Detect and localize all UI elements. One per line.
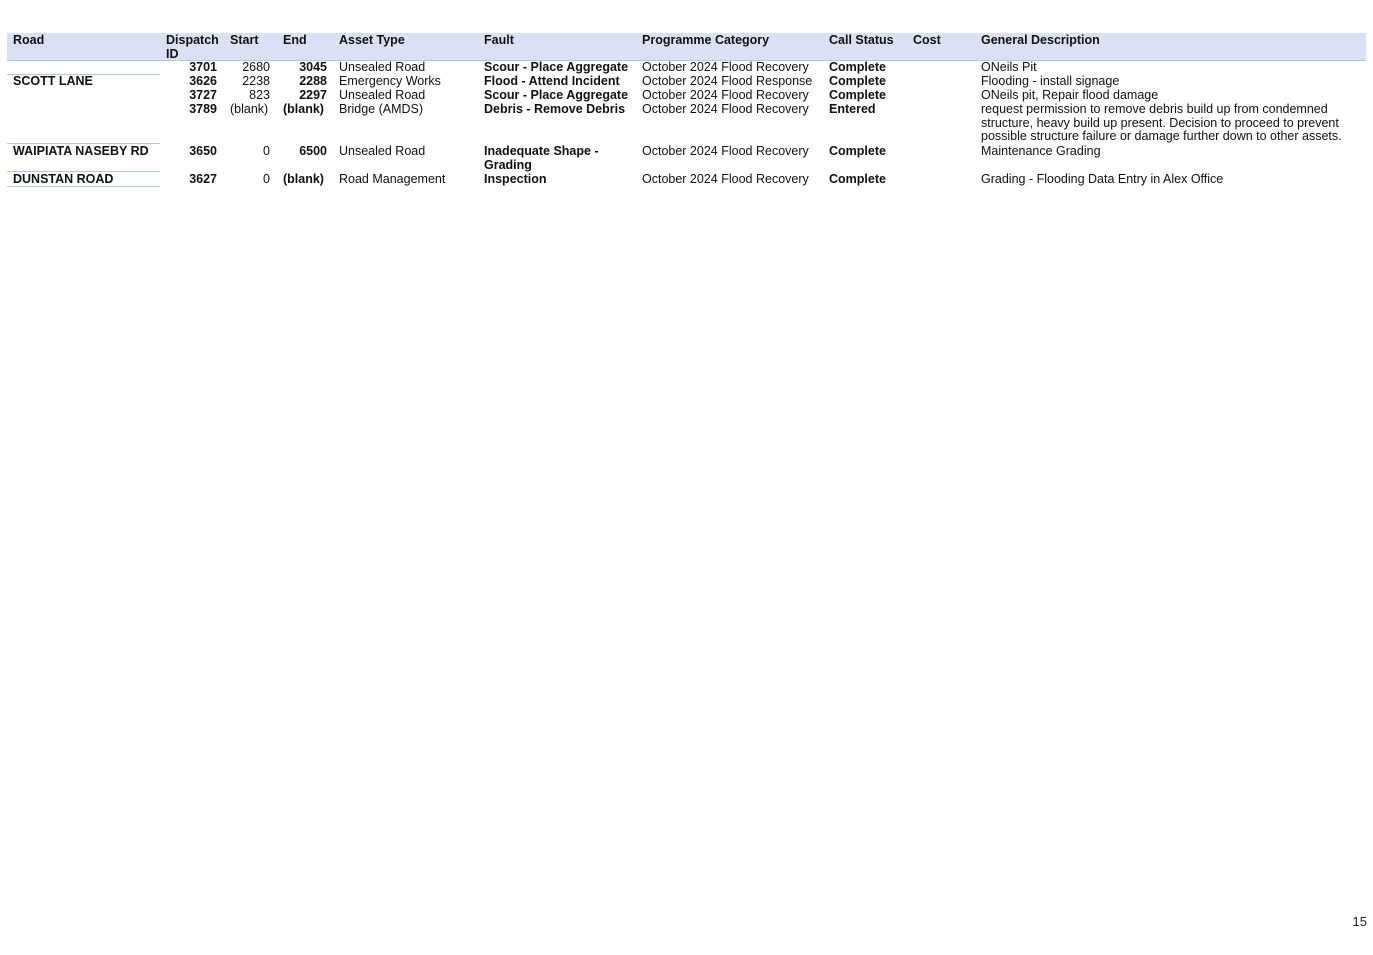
column-header-dispatch-id: Dispatch ID [166,33,219,61]
cell-programme-category: October 2024 Flood Recovery [642,88,809,102]
cell-asset-type: Unsealed Road [339,88,426,102]
cell-fault: Inspection [484,172,547,186]
cell-programme-category: October 2024 Flood Recovery [642,102,809,116]
cell-asset-type: Emergency Works [339,74,441,88]
cell-start: 2680 [242,60,270,74]
cell-general-description: request permission to remove debris buil… [981,102,1342,144]
column-header-end: End [283,33,307,47]
cell-call-status: Complete [829,172,886,186]
column-header-asset-type: Asset Type [339,33,405,47]
column-header-start: Start [230,33,259,47]
cell-end: 2297 [299,88,327,102]
road-group-divider [7,186,160,187]
cell-start: 0 [263,144,270,158]
cell-end: 6500 [299,144,327,158]
cell-call-status: Complete [829,60,886,74]
cell-fault-line2: Grading [484,157,532,172]
cell-end: 3045 [299,60,327,74]
cell-fault: Scour - Place Aggregate [484,88,629,102]
cell-start: 2238 [242,74,270,88]
cell-programme-category: October 2024 Flood Recovery [642,144,809,158]
cell-dispatch-id: 3626 [189,74,217,88]
cell-general-description: Maintenance Grading [981,144,1101,158]
cell-general-description: ONeils pit, Repair flood damage [981,88,1159,102]
cell-call-status: Complete [829,144,886,158]
cell-general-description: Grading - Flooding Data Entry in Alex Of… [981,172,1224,186]
column-header-general-description: General Description [981,33,1100,47]
column-header-call-status: Call Status [829,33,894,47]
cell-dispatch-id: 3701 [189,60,217,74]
cell-call-status: Complete [829,74,886,88]
cell-fault: Flood - Attend Incident [484,74,620,88]
cell-end: (blank) [283,172,324,186]
cell-end: 2288 [299,74,327,88]
cell-fault: Debris - Remove Debris [484,102,626,116]
cell-dispatch-id: 3727 [189,88,217,102]
road-group-divider [7,74,160,75]
cell-start: 0 [263,172,270,186]
column-header-programme-category: Programme Category [642,33,770,47]
cell-programme-category: October 2024 Flood Recovery [642,60,809,74]
cell-start: 823 [249,88,270,102]
cell-end: (blank) [283,102,324,116]
cell-dispatch-id: 3627 [189,172,217,186]
cell-asset-type: Unsealed Road [339,144,426,158]
column-header-fault: Fault [484,33,514,47]
cell-dispatch-id: 3650 [189,144,217,158]
page-number: 15 [1352,914,1367,929]
column-header-road: Road [13,33,45,47]
cell-asset-type: Road Management [339,172,446,186]
table-header-band [7,33,1366,61]
column-header-dispatch-id-line2: ID [166,46,179,61]
road-group-divider [7,171,160,172]
cell-fault: Scour - Place Aggregate [484,60,629,74]
cell-call-status: Entered [829,102,876,116]
cell-start: (blank) [230,102,269,116]
cell-asset-type: Bridge (AMDS) [339,102,424,116]
cell-road: WAIPIATA NASEBY RD [13,144,149,158]
cell-programme-category: October 2024 Flood Response [642,74,813,88]
cell-road: DUNSTAN ROAD [13,172,114,186]
cell-dispatch-id: 3789 [189,102,217,116]
column-header-cost: Cost [913,33,941,47]
road-group-divider [7,143,160,144]
cell-fault: Inadequate Shape - Grading [484,144,599,172]
cell-asset-type: Unsealed Road [339,60,426,74]
cell-road: SCOTT LANE [13,74,93,88]
cell-fault-line1: Inadequate Shape - [484,144,599,158]
cell-general-description: ONeils Pit [981,60,1037,74]
cell-call-status: Complete [829,88,886,102]
cell-programme-category: October 2024 Flood Recovery [642,172,809,186]
column-header-dispatch-id-line1: Dispatch [166,33,219,47]
cell-general-description: Flooding - install signage [981,74,1120,88]
